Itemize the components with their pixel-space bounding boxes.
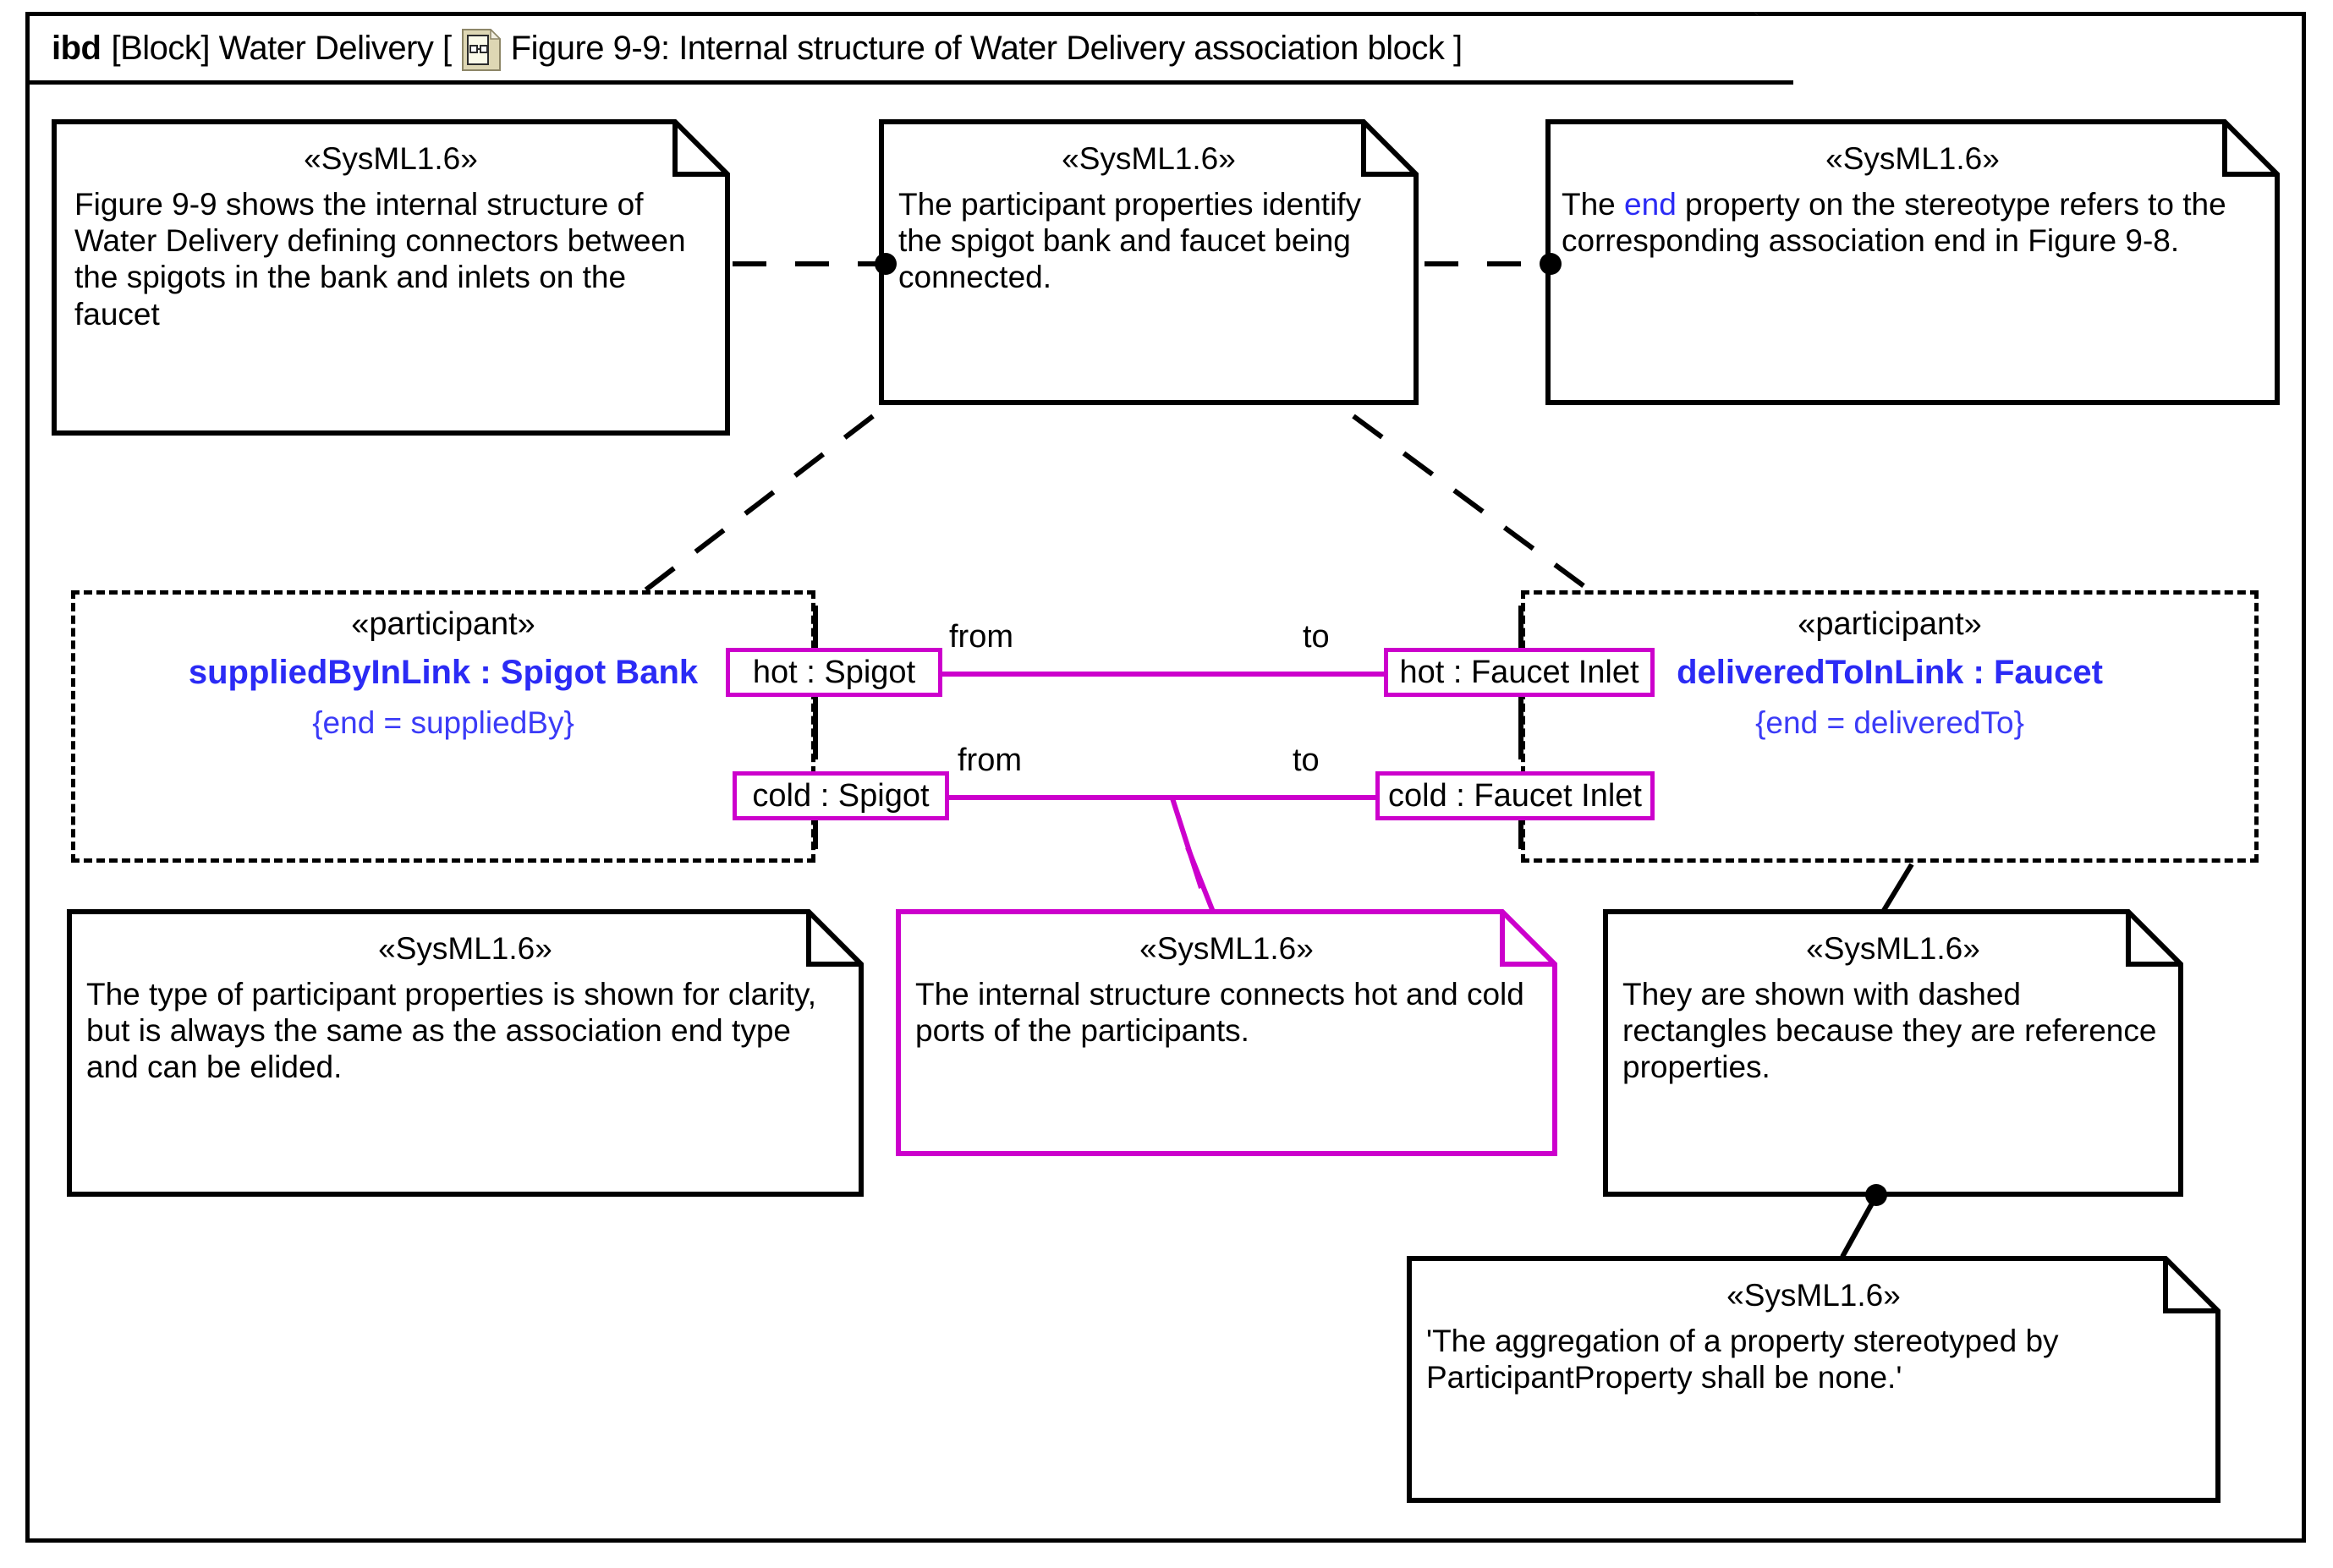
note-stereotype: «SysML1.6»: [304, 141, 478, 176]
participant-end-constraint: {end = deliveredTo}: [1755, 705, 2024, 740]
note-stereotype: «SysML1.6»: [1062, 141, 1236, 176]
participant-name: suppliedByInLink : Spigot Bank: [188, 653, 699, 691]
port-label: cold : Faucet Inlet: [1388, 778, 1642, 814]
participant-name: deliveredToInLink : Faucet: [1677, 653, 2103, 691]
note-stereotype: «SysML1.6»: [1726, 1278, 1901, 1313]
participant-left-labels: «participant» suppliedByInLink : Spigot …: [71, 606, 815, 741]
participant-right-labels: «participant» deliveredToInLink : Faucet…: [1521, 606, 2259, 741]
note2-anchor-dot: [875, 253, 897, 275]
note-content: They are shown with dashed rectangles be…: [1622, 976, 2157, 1085]
note3-anchor-dot: [1540, 253, 1562, 275]
port-label: hot : Spigot: [752, 655, 916, 690]
note-content: The type of participant properties is sh…: [86, 976, 817, 1085]
participant-stereotype: «participant»: [1798, 606, 1982, 642]
connector-hot: [939, 672, 1387, 677]
note-stereotype: «SysML1.6»: [378, 931, 552, 966]
connector-label-cold-to: to: [1293, 743, 1320, 778]
connector-label-hot-to: to: [1303, 619, 1330, 655]
note-stereotype: «SysML1.6»: [1825, 141, 2000, 176]
port-cold-faucet-inlet[interactable]: cold : Faucet Inlet: [1375, 771, 1655, 820]
note-keyword-end: end: [1624, 186, 1677, 222]
note-content: The internal structure connects hot and …: [915, 976, 1524, 1048]
note-content: The end property on the stereotype refer…: [1562, 186, 2264, 260]
note-participant-type: «SysML1.6» The type of participant prope…: [67, 909, 864, 1197]
diagram-title-prefix: [Block] Water Delivery [: [111, 29, 452, 67]
note-text-part1: The: [1562, 186, 1625, 222]
note-end-property: «SysML1.6» The end property on the stere…: [1545, 119, 2280, 405]
note-stereotype: «SysML1.6»: [1139, 931, 1314, 966]
note-text-part2: property on the stereotype refers to the…: [1562, 186, 2226, 258]
note-content: 'The aggregation of a property stereotyp…: [1426, 1323, 2059, 1395]
connector-cold: [947, 795, 1379, 800]
note-participant-properties: «SysML1.6» The participant properties id…: [879, 119, 1419, 405]
diagram-title-suffix: Figure 9-9: Internal structure of Water …: [510, 29, 1463, 67]
note-internal-structure: «SysML1.6» The internal structure connec…: [896, 909, 1557, 1156]
diagram-header: ibd [Block] Water Delivery [ Figure 9-9:…: [25, 12, 1793, 85]
connector-label-cold-from: from: [958, 743, 1022, 778]
participant-stereotype: «participant»: [351, 606, 535, 642]
port-hot-spigot[interactable]: hot : Spigot: [726, 648, 942, 697]
note-dashed-rectangles: «SysML1.6» They are shown with dashed re…: [1603, 909, 2183, 1197]
participant-end-constraint: {end = suppliedBy}: [312, 705, 574, 740]
port-label: hot : Faucet Inlet: [1399, 655, 1639, 690]
diagram-kind-label: ibd: [52, 29, 102, 67]
note-content: Figure 9-9 shows the internal structure …: [74, 186, 686, 332]
note-stereotype: «SysML1.6»: [1806, 931, 1980, 966]
port-label: cold : Spigot: [752, 778, 930, 814]
note-figure-intro: «SysML1.6» Figure 9-9 shows the internal…: [52, 119, 730, 436]
note-aggregation-none: «SysML1.6» 'The aggregation of a propert…: [1407, 1256, 2220, 1503]
note-content: The participant properties identify the …: [898, 186, 1362, 295]
block-diagram-icon: [462, 29, 501, 71]
connector-label-hot-from: from: [949, 619, 1013, 655]
port-cold-spigot[interactable]: cold : Spigot: [733, 771, 949, 820]
port-hot-faucet-inlet[interactable]: hot : Faucet Inlet: [1384, 648, 1655, 697]
note6-anchor-dot: [1865, 1184, 1887, 1206]
